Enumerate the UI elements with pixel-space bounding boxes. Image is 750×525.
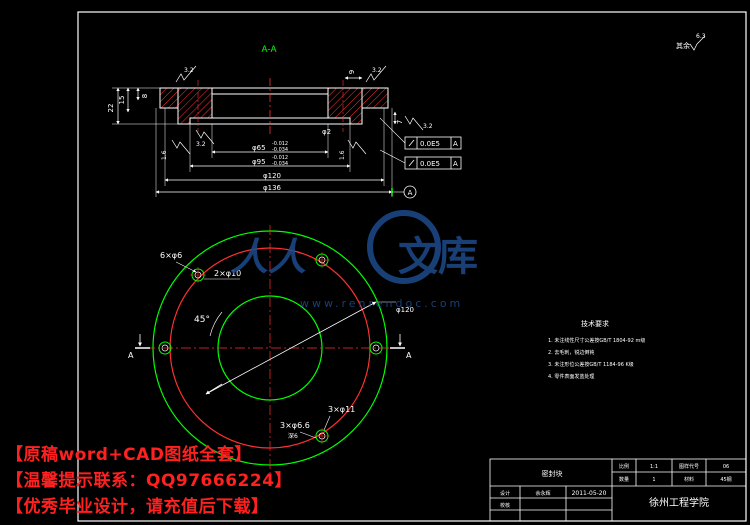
hole-bottom-right [314,428,330,444]
watermark-line-2: 【温馨提示联系：QQ97666224】 [6,471,293,491]
right-flange-hatch [327,87,363,125]
dim-d65-tol-bot: -0.034 [272,147,288,153]
dim-phi2: φ2 [322,128,331,136]
svg-text:06: 06 [723,464,729,470]
tech-requirements: 技术要求 1. 未注线性尺寸公差按GB/T 1804-92 m级 2. 去毛刺，… [548,319,645,380]
svg-text:余永辉: 余永辉 [535,490,550,497]
plan-view: A A 6×φ6 [128,225,414,475]
hole-right [369,341,383,355]
svg-text:1: 1 [652,477,655,483]
svg-text:2011-05-20: 2011-05-20 [572,490,607,497]
label-3xd66-depth: 深6 [288,432,298,440]
svg-text:3.2: 3.2 [184,67,194,74]
svg-text:1.6: 1.6 [161,150,168,160]
svg-text:A: A [453,160,458,168]
roughness-symbol-3: 3.2 [195,129,215,148]
tech-line-2: 2. 去毛刺，锐边倒钝 [548,349,594,356]
dim-d95: φ95 [252,158,266,166]
roughness-symbol-4: 3.2 [404,115,433,131]
dim-d136: φ136 [263,184,282,192]
dim-height-22: 22 [107,104,115,113]
label-d120-plan: φ120 [396,306,414,314]
right-lip [361,87,389,109]
section-title: A-A [261,44,276,54]
dim-height-7: 7 [396,120,404,124]
school-name: 徐州工程学院 [649,496,709,509]
svg-text:45钢: 45钢 [720,476,731,483]
svg-text:3.2: 3.2 [423,123,433,130]
svg-text:A: A [453,140,458,148]
tech-line-1: 1. 未注线性尺寸公差按GB/T 1804-92 m级 [548,337,645,344]
title-block-text: 密封块 比例 1:1 图样代号 06 数量 1 材料 45钢 设计 余永辉 20… [500,463,732,509]
datum-a-tag: A [391,185,417,199]
dim-d95-tol-top: -0.012 [272,155,288,161]
drawing-border [77,11,747,522]
watermark-line-1: 【原稿word+CAD图纸全套】 [6,445,252,465]
section-mark-right: A [406,351,412,360]
svg-text:A: A [408,189,413,197]
svg-text:0.0E5: 0.0E5 [420,160,440,168]
svg-text:6.3: 6.3 [696,33,706,40]
svg-text:材料: 材料 [684,476,694,483]
svg-text:比例: 比例 [619,463,629,470]
svg-text:1:1: 1:1 [650,464,658,470]
svg-text:设计: 设计 [500,490,510,497]
part-name: 密封块 [542,469,563,478]
label-45deg: 45° [194,315,210,325]
svg-text:3.2: 3.2 [196,141,206,148]
watermark-logo: 人人 文库 www.renrendoc.com [230,210,478,310]
roughness-symbol-6: 1.6 [339,139,367,160]
svg-text:0.0E5: 0.0E5 [420,140,440,148]
svg-text:其余: 其余 [676,41,690,50]
dim-width-9: 9 [348,70,356,74]
tech-line-3: 3. 未注形位公差按GB/T 1184-96 K级 [548,361,634,368]
hole-top [314,252,330,268]
tolerance-frame-2: 0.0E5 A [379,149,462,170]
svg-text:数量: 数量 [619,476,629,483]
svg-text:1.6: 1.6 [339,150,346,160]
title-block [489,458,747,522]
svg-text:人人: 人人 [230,235,306,279]
svg-text:校核: 校核 [500,502,510,509]
watermark-line-3: 【优秀毕业设计，请充值后下载】 [6,497,269,517]
tech-line-4: 4. 零件表面发蓝处理 [548,373,594,380]
svg-text:图样代号: 图样代号 [679,463,699,470]
roughness-symbol-2: 3.2 [365,65,387,83]
dim-d95-tol-bot: -0.034 [272,161,288,167]
dim-height-15: 15 [118,96,126,105]
section-view: A-A 22 15 8 7 9 φ2 φ65 - [107,44,462,199]
general-roughness: 其余 6.3 [676,33,706,51]
roughness-symbol-5: 1.6 [161,139,191,160]
watermark-url: www.renrendoc.com [300,297,463,310]
dim-d65-tol-top: -0.012 [272,141,288,147]
left-lip [159,87,179,109]
dim-d120-section: φ120 [263,172,281,180]
dim-height-8: 8 [141,94,149,98]
tech-title: 技术要求 [581,319,609,328]
label-3xd66: 3×φ6.6 [280,421,310,430]
section-mark-left: A [128,351,134,360]
roughness-symbol-1: 3.2 [175,65,197,83]
hole-top-left [190,267,206,283]
left-flange-hatch [177,87,213,125]
watermark-logo-text: 文库 [398,234,478,280]
dim-d65: φ65 [252,144,266,152]
svg-text:3.2: 3.2 [372,67,382,74]
label-3xd11: 3×φ11 [328,405,355,414]
label-6xd6: 6×φ6 [160,251,182,260]
hole-left [158,341,172,355]
tolerance-frame-1: 0.0E5 A [379,117,462,150]
label-2xd10: 2×φ10 [214,269,241,278]
